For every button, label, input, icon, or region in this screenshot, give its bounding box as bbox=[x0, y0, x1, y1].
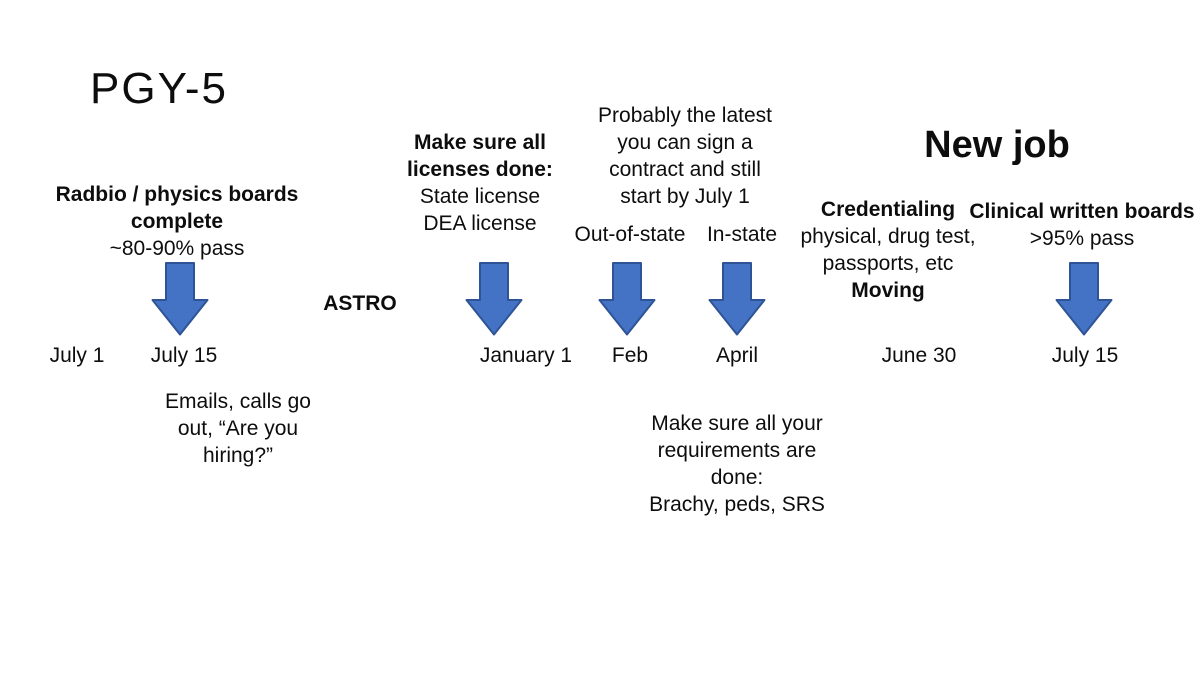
date-label-april: April bbox=[715, 344, 759, 367]
clinical-boards-block: Clinical written boards >95% pass bbox=[952, 198, 1200, 252]
date-label-feb: Feb bbox=[611, 344, 649, 367]
down-arrow-icon bbox=[151, 262, 209, 336]
date-label-july15: July 15 bbox=[150, 344, 218, 367]
slide-title: PGY-5 bbox=[90, 64, 229, 113]
new-job-title: New job bbox=[924, 124, 1070, 166]
down-arrow-icon bbox=[708, 262, 766, 336]
date-label-june30: June 30 bbox=[881, 344, 957, 367]
down-arrow-icon bbox=[465, 262, 523, 336]
date-label-july1: July 1 bbox=[49, 344, 105, 367]
licenses-heading: Make sure all licenses done: bbox=[407, 131, 553, 181]
moving-label: Moving bbox=[851, 279, 925, 302]
astro-label: ASTRO bbox=[323, 292, 397, 315]
date-label-july15-right: July 15 bbox=[1051, 344, 1119, 367]
radbio-heading: Radbio / physics boards complete bbox=[55, 183, 299, 233]
down-arrow-icon bbox=[1055, 262, 1113, 336]
contract-note: Probably the latest you can sign a contr… bbox=[598, 104, 772, 208]
date-label-january1: January 1 bbox=[479, 344, 573, 367]
emails-note: Emails, calls go out, “Are you hiring?” bbox=[165, 390, 311, 467]
out-of-state-label: Out-of-state bbox=[574, 223, 686, 246]
radbio-pass-rate: ~80-90% pass bbox=[109, 237, 245, 260]
in-state-label: In-state bbox=[706, 223, 778, 246]
clinical-heading: Clinical written boards bbox=[969, 200, 1195, 223]
requirements-note: Make sure all your requirements are done… bbox=[649, 412, 825, 516]
clinical-pass-rate: >95% pass bbox=[1029, 227, 1135, 250]
credentialing-block: Credentialing physical, drug test, passp… bbox=[788, 196, 988, 304]
down-arrow-icon bbox=[598, 262, 656, 336]
licenses-block: Make sure all licenses done: State licen… bbox=[380, 129, 580, 237]
credentialing-heading: Credentialing bbox=[820, 198, 956, 221]
credentialing-body: physical, drug test, passports, etc bbox=[800, 225, 976, 275]
radbio-boards-block: Radbio / physics boards complete ~80-90%… bbox=[47, 181, 307, 262]
licenses-body: State license DEA license bbox=[419, 185, 541, 235]
